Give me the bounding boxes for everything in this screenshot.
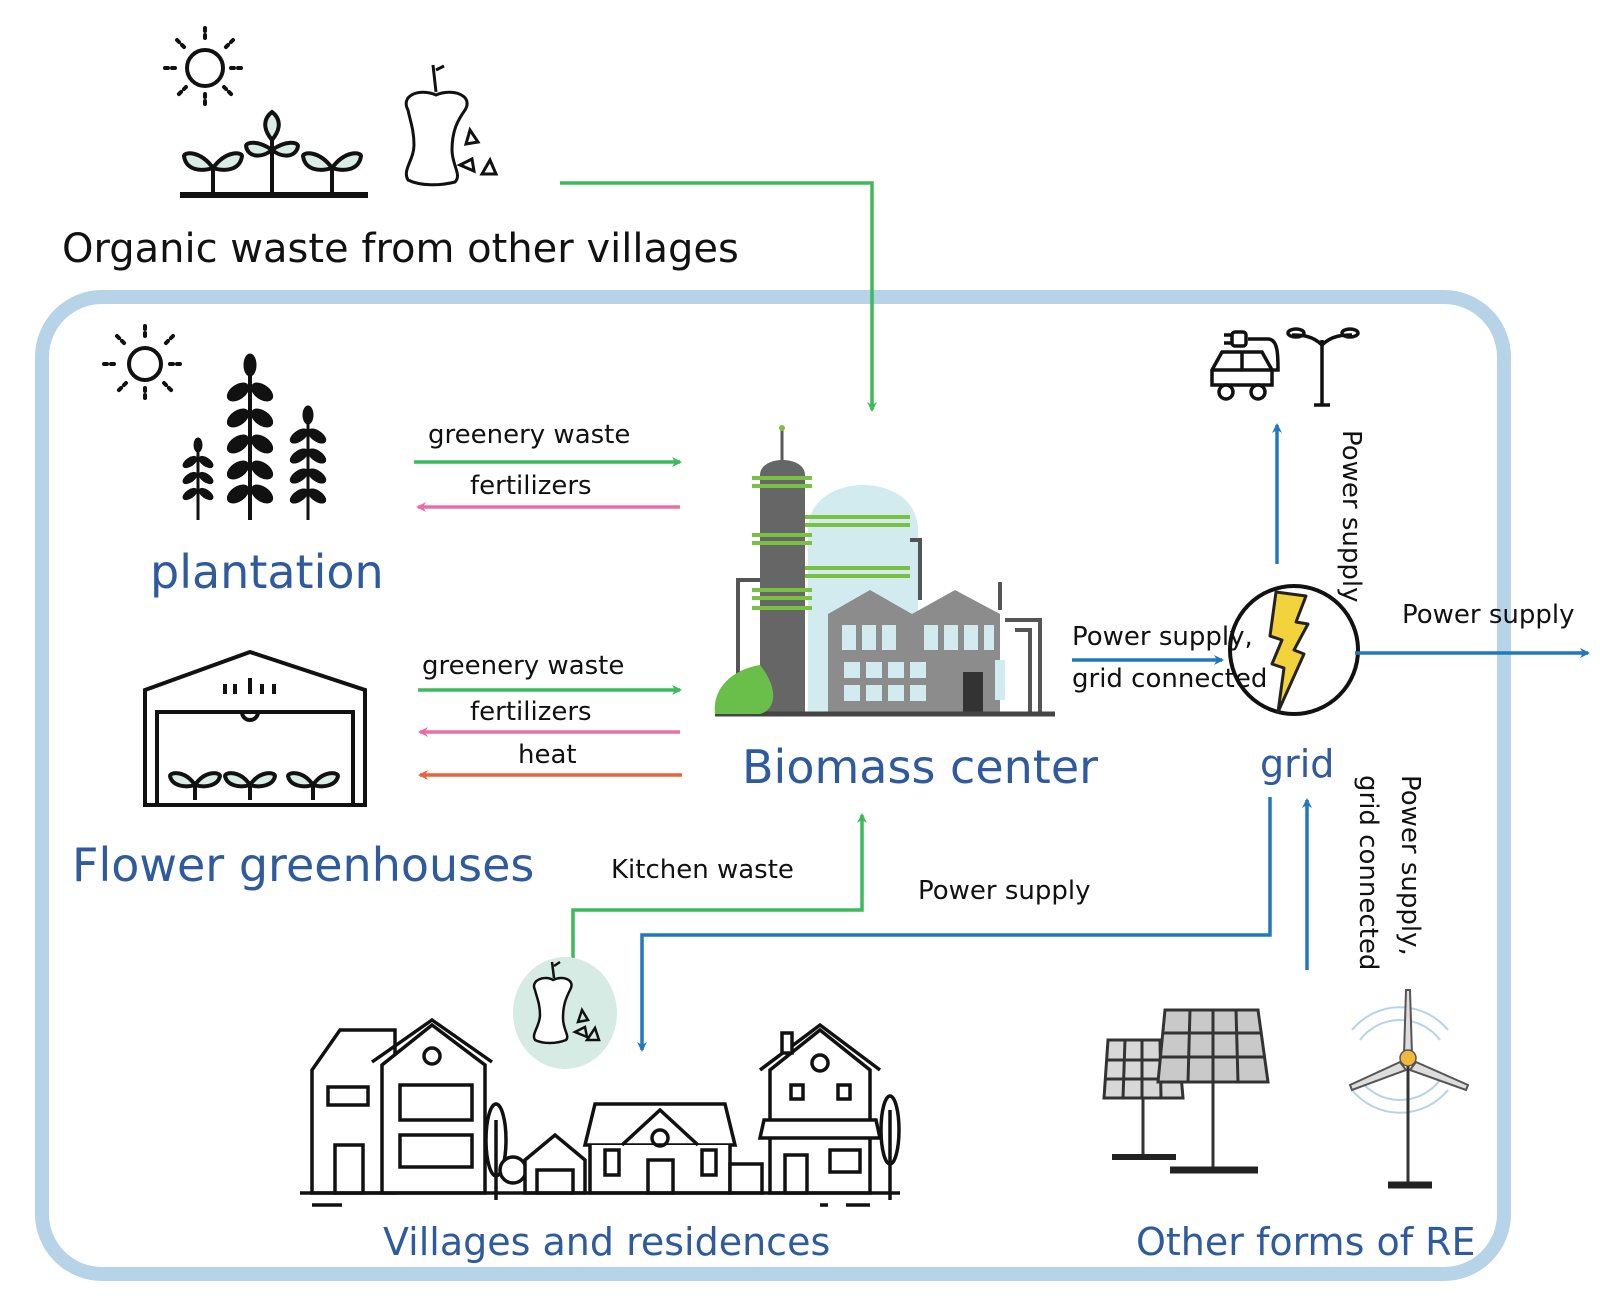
flow-external-to-biomass xyxy=(560,181,877,412)
greenhouse-icon xyxy=(143,649,367,807)
flow-label-grid-to-external: Power supply xyxy=(1402,600,1575,630)
plantation-label: plantation xyxy=(150,545,384,599)
village-boundary-frame xyxy=(35,290,1511,1281)
seedlings-icon xyxy=(180,109,368,198)
flow-label-greenhouse-heat: heat xyxy=(518,740,577,770)
flow-label-re-to-grid-line1: Power supply, xyxy=(1395,775,1425,956)
lightning-bolt-icon xyxy=(1228,584,1360,716)
electric-car-charging-icon xyxy=(1210,330,1280,401)
sun-icon xyxy=(102,324,186,404)
flow-label-greenhouse-fertilizers: fertilizers xyxy=(470,697,592,727)
flow-kitchen-waste xyxy=(571,813,867,960)
greenhouses-label: Flower greenhouses xyxy=(72,838,535,892)
flow-label-greenhouse-greenery: greenery waste xyxy=(422,651,625,681)
kitchen-waste-icon xyxy=(513,957,617,1069)
flow-grid-to-villages xyxy=(637,797,1272,1052)
flow-label-kitchen-waste: Kitchen waste xyxy=(611,855,794,885)
sun-icon xyxy=(163,26,247,110)
flow-label-plantation-fertilizers: fertilizers xyxy=(470,471,592,501)
grid-label: grid xyxy=(1260,742,1335,786)
wind-turbine-icon xyxy=(1348,989,1470,1189)
apple-core-recycle-icon xyxy=(404,64,499,187)
solar-panel-icon xyxy=(1102,1008,1270,1174)
houses-icon xyxy=(300,1017,901,1207)
flow-label-plantation-greenery: greenery waste xyxy=(428,420,631,450)
biomass-plant-icon xyxy=(714,425,1055,717)
flow-label-re-to-grid-line2: grid connected xyxy=(1353,775,1383,971)
flow-label-grid-to-villages: Power supply xyxy=(918,876,1091,906)
flow-label-biomass-to-grid-line2: grid connected xyxy=(1072,664,1268,694)
street-lamp-icon xyxy=(1286,327,1360,407)
external-source-label: Organic waste from other villages xyxy=(62,226,739,272)
wheat-plants-icon xyxy=(182,353,327,520)
flow-label-grid-to-consumers: Power supply xyxy=(1336,430,1366,603)
villages-label: Villages and residences xyxy=(383,1220,831,1264)
other-re-label: Other forms of RE xyxy=(1136,1220,1476,1264)
biomass-center-label: Biomass center xyxy=(742,740,1099,794)
flow-label-biomass-to-grid-line1: Power supply, xyxy=(1072,622,1253,652)
